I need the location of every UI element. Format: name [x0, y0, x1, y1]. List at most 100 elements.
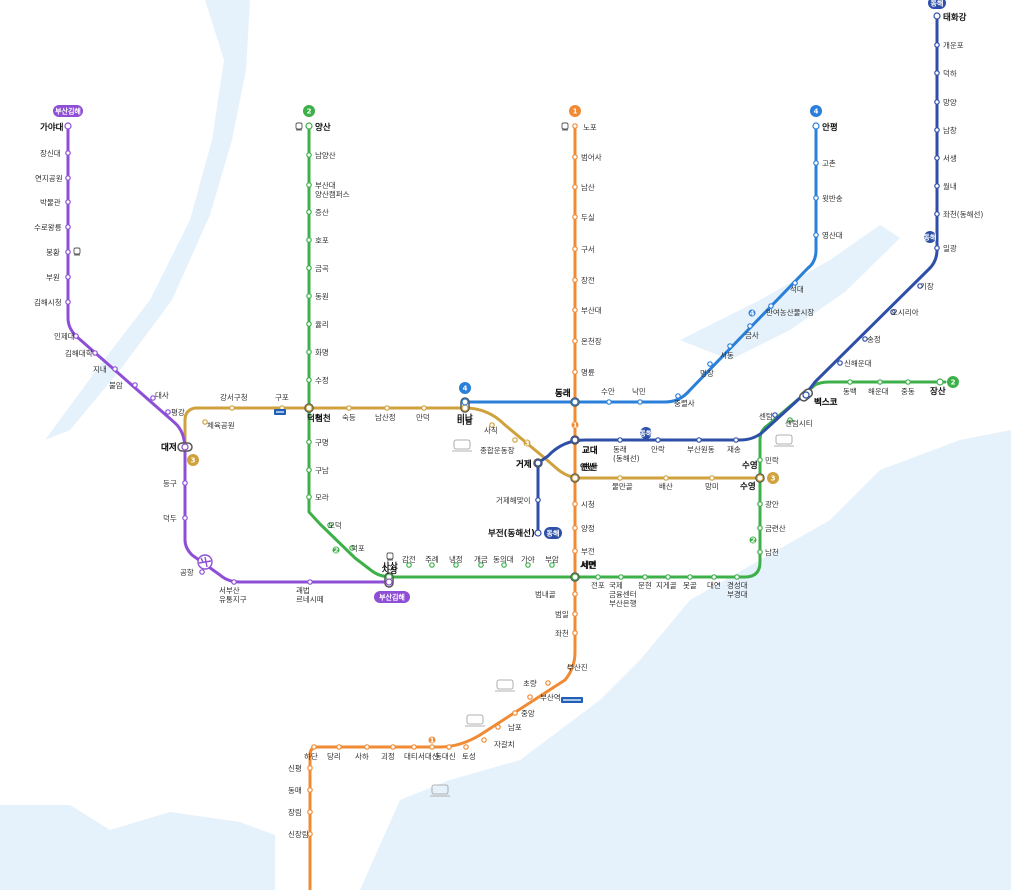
bgl-station[interactable]: 김해대학	[65, 348, 98, 358]
station-dot[interactable]	[675, 393, 681, 399]
line2-station[interactable]: 못골	[683, 574, 697, 590]
line2-station[interactable]: 감전	[402, 554, 416, 568]
station-dot[interactable]	[306, 209, 312, 215]
station-dot[interactable]	[696, 437, 702, 443]
line2-station[interactable]: 모라	[306, 493, 329, 502]
donghae-station[interactable]: 거제	[516, 459, 542, 470]
station-dot[interactable]	[306, 494, 312, 500]
donghae-station[interactable]: 교대	[571, 436, 598, 456]
station-dot[interactable]	[757, 525, 763, 531]
line3-station[interactable]: 종합운동장	[480, 437, 518, 455]
station-dot[interactable]	[429, 744, 435, 750]
station-dot[interactable]	[534, 529, 542, 537]
station-dot[interactable]	[934, 127, 940, 133]
line4-station[interactable]: 미남	[457, 398, 473, 427]
station-dot[interactable]	[306, 467, 312, 473]
line2-station[interactable]: 가야	[521, 554, 535, 568]
line1-station[interactable]: 초량	[523, 679, 551, 688]
bgl-station[interactable]: 덕두	[163, 513, 188, 523]
line4-station[interactable]: 수안	[601, 386, 615, 405]
station-dot[interactable]	[481, 737, 487, 743]
line1-station[interactable]: 괴정	[381, 744, 396, 761]
station-dot[interactable]	[572, 630, 578, 636]
bgl-station[interactable]: 인제대	[54, 331, 79, 341]
line1-station[interactable]: 명륜	[572, 367, 595, 377]
station-dot[interactable]	[461, 398, 469, 406]
line2-station[interactable]: 주례	[425, 554, 439, 568]
donghae-station[interactable]: 오시리아	[890, 307, 919, 317]
station-dot[interactable]	[489, 422, 495, 428]
station-dot[interactable]	[307, 809, 313, 815]
station-dot[interactable]	[617, 437, 623, 443]
station-dot[interactable]	[535, 497, 541, 503]
line1-station[interactable]: 부전	[572, 546, 595, 556]
station-dot[interactable]	[306, 349, 312, 355]
station-dot[interactable]	[618, 574, 624, 580]
line1-station[interactable]: 부산진	[567, 662, 588, 672]
station-dot[interactable]	[572, 338, 578, 344]
line4-station[interactable]: 명장	[700, 361, 714, 378]
station-dot[interactable]	[813, 160, 819, 166]
line1-station[interactable]: 신장림	[288, 829, 313, 839]
line1-station[interactable]: 동대신	[435, 744, 456, 761]
line4-station[interactable]: 낙민	[632, 386, 646, 405]
donghae-station[interactable]: 재송	[727, 437, 741, 454]
bgl-station[interactable]: 대저	[161, 442, 189, 453]
station-dot[interactable]	[364, 744, 370, 750]
station-dot[interactable]	[890, 309, 896, 315]
station-dot[interactable]	[934, 245, 940, 251]
station-dot[interactable]	[463, 744, 469, 750]
line1-station[interactable]: 장림	[288, 807, 313, 817]
line1-station[interactable]: 사하	[355, 744, 370, 761]
line2-station[interactable]: 남천	[757, 547, 779, 557]
line2-station[interactable]: 구명	[306, 437, 329, 447]
station-dot[interactable]	[572, 369, 578, 375]
line2-station[interactable]: 민락	[757, 455, 779, 465]
station-dot[interactable]	[595, 574, 601, 580]
station-dot[interactable]	[655, 437, 661, 443]
donghae-station[interactable]: 송정	[862, 334, 881, 344]
line2-station[interactable]: 냉정	[449, 554, 463, 568]
line4-station[interactable]: 윗반송	[813, 194, 843, 203]
line2-station[interactable]: 율리	[306, 320, 329, 329]
station-dot[interactable]	[813, 232, 819, 238]
bgl-station[interactable]: 연지공원	[35, 174, 71, 183]
line1-station[interactable]: 범일	[555, 609, 578, 619]
station-dot[interactable]	[813, 195, 819, 201]
station-dot[interactable]	[934, 70, 940, 76]
station-dot[interactable]	[572, 246, 578, 252]
station-dot[interactable]	[571, 474, 579, 482]
donghae-station[interactable]: 동래(동해선)	[613, 437, 640, 463]
station-dot[interactable]	[572, 591, 578, 597]
line1-station[interactable]: 양정	[572, 523, 595, 533]
donghae-station[interactable]: 망양	[934, 97, 957, 107]
station-dot[interactable]	[757, 549, 763, 555]
station-dot[interactable]	[306, 182, 312, 188]
line1-station[interactable]: 자갈치	[481, 737, 515, 749]
station-dot[interactable]	[768, 303, 774, 309]
station-dot[interactable]	[571, 398, 579, 406]
station-dot[interactable]	[306, 152, 312, 158]
line3-station[interactable]: 체육공원	[202, 419, 235, 430]
line1-station[interactable]: 범어사	[572, 152, 602, 162]
line1-station[interactable]: 온천장	[572, 336, 602, 346]
station-dot[interactable]	[65, 299, 71, 305]
station-dot[interactable]	[229, 405, 235, 411]
line2-station[interactable]: 중동	[901, 379, 915, 396]
line1-station[interactable]: 남포	[495, 723, 522, 732]
station-dot[interactable]	[384, 405, 390, 411]
line3-station[interactable]: 배산	[659, 475, 673, 491]
bgl-station[interactable]: 부원	[46, 273, 71, 282]
station-dot[interactable]	[306, 321, 312, 327]
donghae-station[interactable]: 덕하	[934, 68, 957, 78]
station-dot[interactable]	[711, 574, 717, 580]
donghae-station[interactable]: 남창	[934, 126, 957, 135]
line1-station[interactable]: 중앙	[512, 708, 535, 718]
donghae-station[interactable]: 벡스코	[802, 391, 838, 408]
station-dot[interactable]	[862, 336, 868, 342]
donghae-station[interactable]: 기장	[917, 281, 934, 291]
station-dot[interactable]	[934, 99, 940, 105]
station-dot[interactable]	[787, 417, 793, 423]
